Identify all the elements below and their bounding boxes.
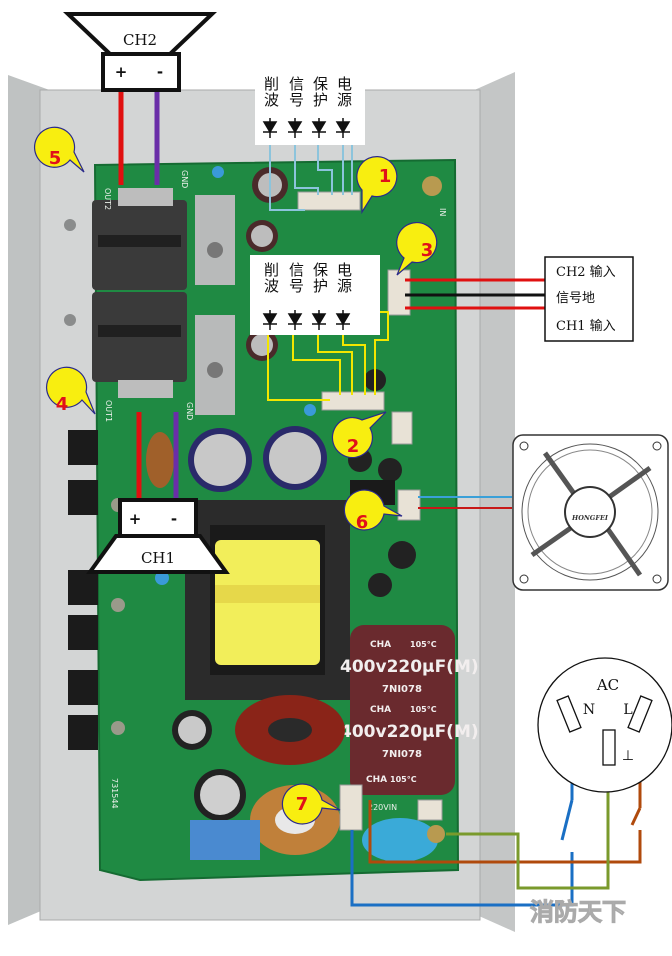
led-label-protect-top: 保护	[311, 76, 329, 108]
bulk-capacitor: CHA 105°C 400v220μF(M) 7NI078 CHA 105°C …	[340, 625, 479, 795]
cap-lot-mid: 7NI078	[382, 749, 422, 760]
speaker-ch2-plus: +	[115, 63, 128, 81]
speaker-ch2-label: CH2	[123, 31, 157, 49]
speaker-ch2-minus: -	[157, 63, 163, 81]
led-symbols-middle	[262, 310, 351, 330]
marker-1: 1	[356, 156, 398, 215]
cooling-fan	[512, 434, 669, 591]
led-connector-top	[297, 191, 361, 211]
main-transformer	[185, 500, 350, 700]
ac-pin-l: L	[623, 702, 632, 718]
marker-7: 7	[281, 783, 341, 825]
ac-input-connector	[339, 784, 363, 831]
led-label-signal-top: 信号	[287, 76, 305, 108]
svg-text:7: 7	[296, 794, 309, 815]
cap-temp-bot: 105°C	[390, 775, 417, 784]
ac-title: AC	[596, 676, 619, 694]
speaker-ch1-label: CH1	[141, 549, 175, 567]
led-label-protect-middle: 保护	[311, 262, 329, 294]
fan-brand: HONGFEI	[571, 514, 609, 522]
led-label-clip-top: 削波	[262, 76, 280, 108]
ac-socket	[537, 657, 672, 793]
bulk-capacitor-bottom-label: CHA 105°C	[366, 775, 417, 785]
input-signal-ground: 信号地	[556, 291, 595, 306]
signal-input-wires	[405, 278, 545, 310]
silk-board-code: 731544	[110, 778, 119, 809]
led-label-clip-middle: 削波	[262, 262, 280, 294]
silk-gnd-top: GND	[180, 170, 189, 188]
fan-wires	[418, 496, 512, 509]
svg-text:6: 6	[356, 512, 369, 533]
speaker-wires	[118, 90, 179, 500]
ac-pin-n: N	[583, 702, 595, 718]
svg-text:1: 1	[379, 166, 392, 187]
speaker-ch1	[86, 498, 230, 574]
marker-3: 3	[396, 222, 438, 276]
power-transistors	[68, 195, 235, 750]
led-label-power-middle: 电源	[335, 262, 353, 294]
silk-out2: OUT2	[103, 188, 112, 210]
earth-connector	[417, 799, 443, 821]
cap-series-bot: CHA	[366, 775, 387, 785]
input-ch2: CH2 输入	[556, 264, 616, 280]
input-ch1: CH1 输入	[556, 318, 616, 334]
safety-capacitors	[155, 166, 438, 862]
aux-connector	[391, 411, 413, 445]
led-label-power-top: 电源	[335, 76, 353, 108]
silk-out1: OUT1	[104, 400, 113, 422]
earth-screw	[427, 825, 445, 843]
marker-5: 5	[34, 126, 85, 173]
led-symbols-top	[262, 118, 351, 138]
svg-text:3: 3	[421, 240, 434, 261]
cap-lot-top: 7NI078	[382, 684, 422, 695]
filter-capacitors	[172, 167, 416, 821]
output-inductors	[92, 188, 187, 398]
ac-ground-symbol: ⊥	[622, 748, 634, 764]
marker-2: 2	[331, 411, 387, 459]
speaker-ch1-plus: +	[129, 510, 142, 528]
watermark: 消防天下	[530, 898, 626, 926]
silk-220vin: 220VIN	[368, 803, 397, 812]
svg-text:5: 5	[49, 148, 62, 169]
marker-4: 4	[46, 366, 96, 415]
input-label-box	[544, 256, 634, 342]
cap-temp-top: 105°C	[410, 640, 437, 649]
mount-screw	[422, 176, 442, 196]
cap-temp-mid: 105°C	[410, 705, 437, 714]
svg-text:4: 4	[56, 394, 69, 415]
fan-connector	[397, 489, 421, 521]
speaker-ch2	[63, 12, 217, 92]
silk-gnd-bottom: GND	[185, 402, 194, 420]
cap-series-top: CHA	[370, 640, 391, 650]
cap-rating-top: 400v220μF(M)	[340, 657, 479, 677]
marker-6: 6	[343, 489, 403, 533]
silk-in: IN	[438, 208, 447, 216]
cap-rating-mid: 400v220μF(M)	[340, 722, 479, 742]
led-label-signal-middle: 信号	[287, 262, 305, 294]
cap-series-mid: CHA	[370, 705, 391, 715]
svg-text:2: 2	[347, 436, 360, 457]
speaker-ch1-minus: -	[171, 510, 177, 528]
